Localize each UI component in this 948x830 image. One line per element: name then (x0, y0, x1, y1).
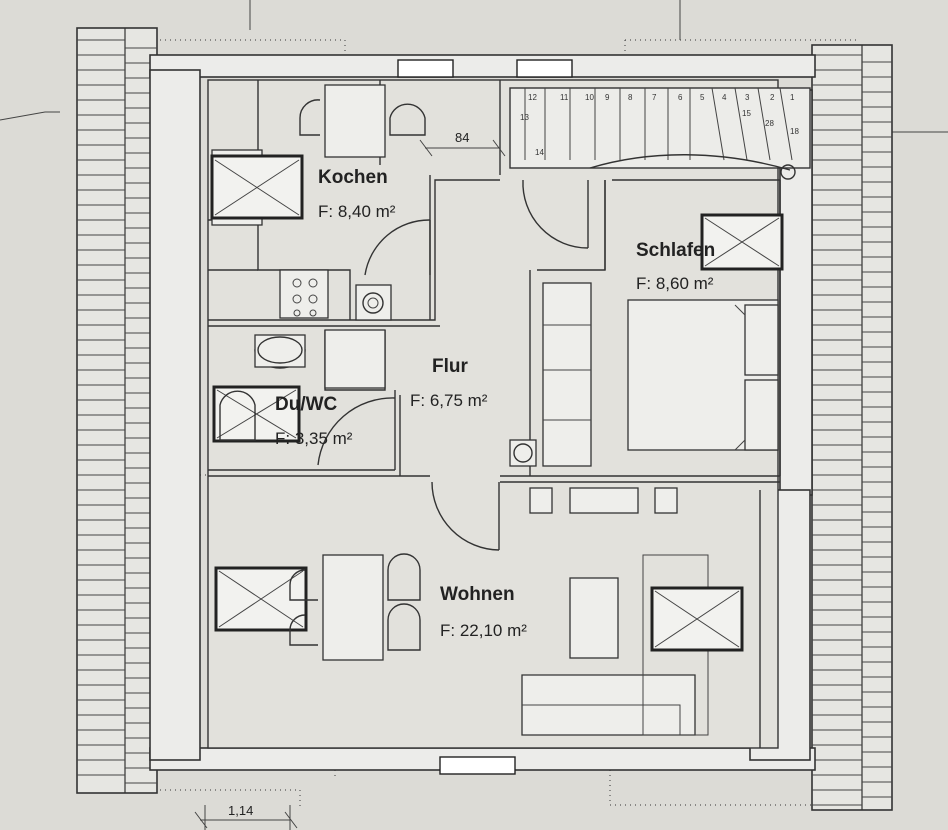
stair-step-number: 9 (605, 93, 610, 102)
stair-step-number: 18 (790, 127, 799, 136)
staircase: 12 14 11 10 9 8 7 6 5 4 3 2 1 13 15 18 28 (509, 87, 811, 180)
skylight-schlafen (700, 213, 784, 271)
bathroom-furniture (212, 329, 386, 443)
tv-cabinet (569, 577, 619, 659)
stair-step-number: 28 (765, 119, 774, 128)
stair-step-number: 12 (528, 93, 537, 102)
wall-windows (397, 59, 573, 775)
window-top-right (516, 59, 573, 78)
room-name-wohnen: Wohnen (440, 584, 515, 605)
dimension-door-width: 84 (455, 130, 469, 145)
dimension-markers (194, 139, 506, 830)
room-area-kochen: F: 8,40 m² (318, 202, 396, 221)
stair-step-number: 8 (628, 93, 633, 102)
room-name-flur: Flur (432, 356, 468, 377)
stair-step-number: 3 (745, 93, 750, 102)
room-area-flur: F: 6,75 m² (410, 391, 488, 410)
stair-tread (711, 87, 725, 161)
stair-step-number: 7 (652, 93, 657, 102)
window-bottom (439, 756, 516, 775)
stair-step-number: 1 (790, 93, 795, 102)
room-area-duwc: F: 3,35 m² (275, 429, 353, 448)
room-name-schlafen: Schlafen (636, 240, 715, 261)
stair-step-number: 4 (722, 93, 727, 102)
room-area-wohnen: F: 22,10 m² (440, 621, 527, 640)
dimension-bottom-width: 1,14 (228, 803, 253, 818)
stair-step-number: 6 (678, 93, 683, 102)
dining-table (322, 554, 384, 661)
window-top-left (397, 59, 454, 78)
room-area-schlafen: F: 8,60 m² (636, 274, 714, 293)
bedroom-furniture (509, 213, 784, 467)
stove (279, 269, 329, 319)
wardrobe (542, 282, 592, 467)
right-roof-hatch (811, 44, 893, 811)
stair-tread (779, 87, 793, 161)
stair-step-number: 2 (770, 93, 775, 102)
stair-tread (757, 87, 771, 161)
stair-step-number: 15 (742, 109, 751, 118)
shower (324, 329, 386, 389)
stair-step-number: 10 (585, 93, 594, 102)
doors (317, 179, 589, 551)
room-name-kochen: Kochen (318, 167, 388, 188)
room-name-duwc: Du/WC (275, 394, 338, 415)
stair-step-number: 13 (520, 113, 529, 122)
living-furniture (214, 487, 744, 736)
kitchen-furniture (210, 84, 426, 321)
stair-step-number: 5 (700, 93, 705, 102)
stair-step-number: 14 (535, 148, 544, 157)
kitchen-table (324, 84, 386, 158)
left-roof-hatch (76, 27, 158, 794)
stair-tread (734, 87, 748, 161)
stair-step-number: 11 (560, 93, 569, 102)
